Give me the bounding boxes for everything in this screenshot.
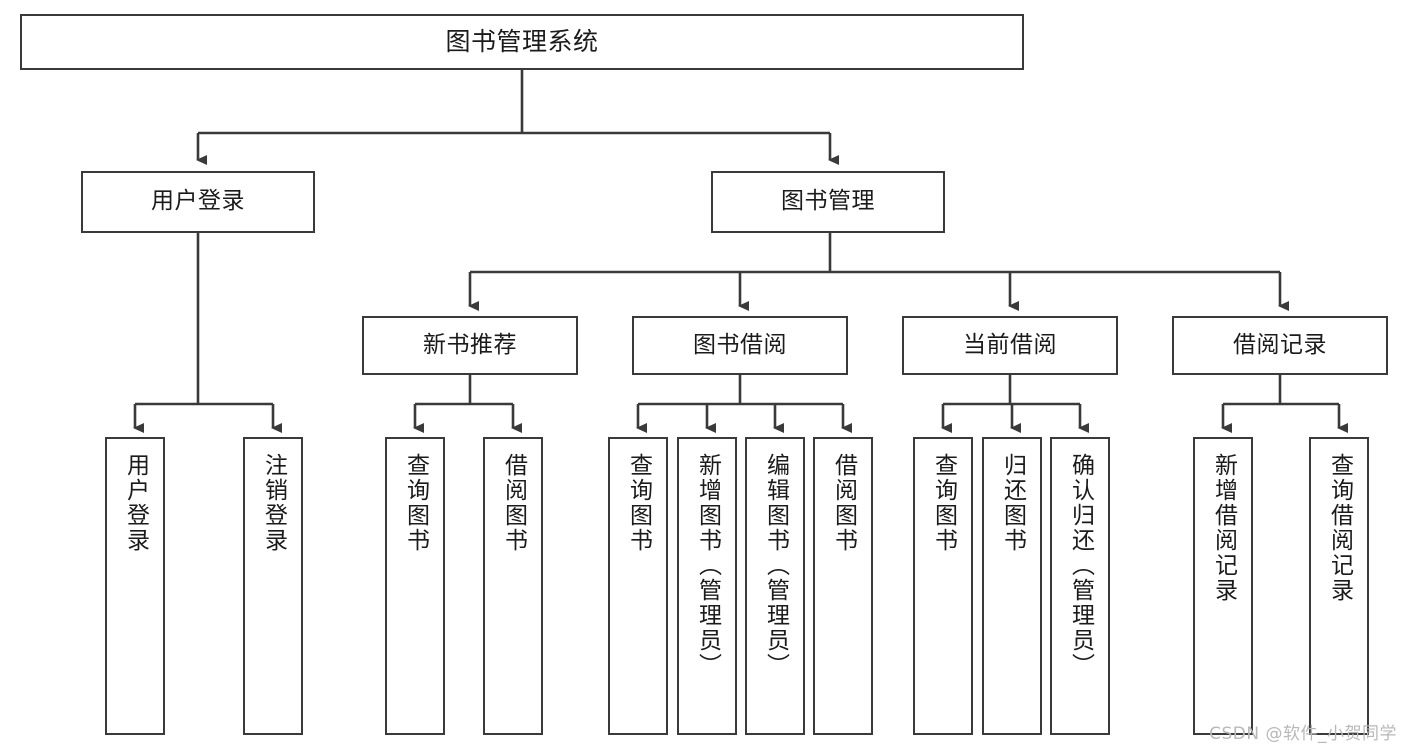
leaf-current-confirm-return[interactable]: 确认归还（管理员） <box>1050 437 1110 735</box>
node-label: 图书管理 <box>781 188 875 215</box>
leaf-borrow-borrow-book[interactable]: 借阅图书 <box>813 437 873 735</box>
node-new-book-recommend[interactable]: 新书推荐 <box>362 316 578 375</box>
leaf-recommend-borrow-book[interactable]: 借阅图书 <box>483 437 543 735</box>
node-label: 查询图书 <box>402 453 429 553</box>
node-label: 查询图书 <box>625 453 652 553</box>
node-label: 查询图书 <box>930 453 957 553</box>
leaf-borrow-query-book[interactable]: 查询图书 <box>608 437 668 735</box>
node-label: 查询借阅记录 <box>1326 453 1353 603</box>
node-label: 注销登录 <box>260 453 287 553</box>
node-book-borrow[interactable]: 图书借阅 <box>632 316 848 375</box>
node-borrow-record[interactable]: 借阅记录 <box>1172 316 1388 375</box>
leaf-current-query-book[interactable]: 查询图书 <box>913 437 973 735</box>
node-label: 用户登录 <box>151 188 245 215</box>
node-label: 借阅图书 <box>830 453 857 553</box>
leaf-borrow-add-book[interactable]: 新增图书（管理员） <box>677 437 737 735</box>
leaf-borrow-edit-book[interactable]: 编辑图书（管理员） <box>745 437 805 735</box>
node-label: 新增图书（管理员） <box>694 453 721 678</box>
node-label: 归还图书 <box>999 453 1026 553</box>
node-label: 用户登录 <box>122 453 149 553</box>
node-label: 借阅记录 <box>1233 331 1327 358</box>
node-label: 借阅图书 <box>500 453 527 553</box>
leaf-current-return-book[interactable]: 归还图书 <box>982 437 1042 735</box>
leaf-record-add-record[interactable]: 新增借阅记录 <box>1193 437 1253 735</box>
node-label: 当前借阅 <box>963 331 1057 358</box>
watermark-text: CSDN @软件_小贺同学 <box>1209 724 1397 744</box>
node-label: 图书管理系统 <box>445 27 599 57</box>
node-label: 图书借阅 <box>693 331 787 358</box>
leaf-recommend-query-book[interactable]: 查询图书 <box>385 437 445 735</box>
node-label: 确认归还（管理员） <box>1067 453 1094 678</box>
leaf-user-login-signout[interactable]: 注销登录 <box>243 437 303 735</box>
node-current-borrow[interactable]: 当前借阅 <box>902 316 1118 375</box>
node-user-login[interactable]: 用户登录 <box>81 171 315 233</box>
node-label: 新增借阅记录 <box>1210 453 1237 603</box>
leaf-user-login-signin[interactable]: 用户登录 <box>105 437 165 735</box>
node-book-management[interactable]: 图书管理 <box>711 171 945 233</box>
leaf-record-query-record[interactable]: 查询借阅记录 <box>1309 437 1369 735</box>
node-root-system[interactable]: 图书管理系统 <box>20 14 1024 70</box>
node-label: 新书推荐 <box>423 331 517 358</box>
node-label: 编辑图书（管理员） <box>762 453 789 678</box>
